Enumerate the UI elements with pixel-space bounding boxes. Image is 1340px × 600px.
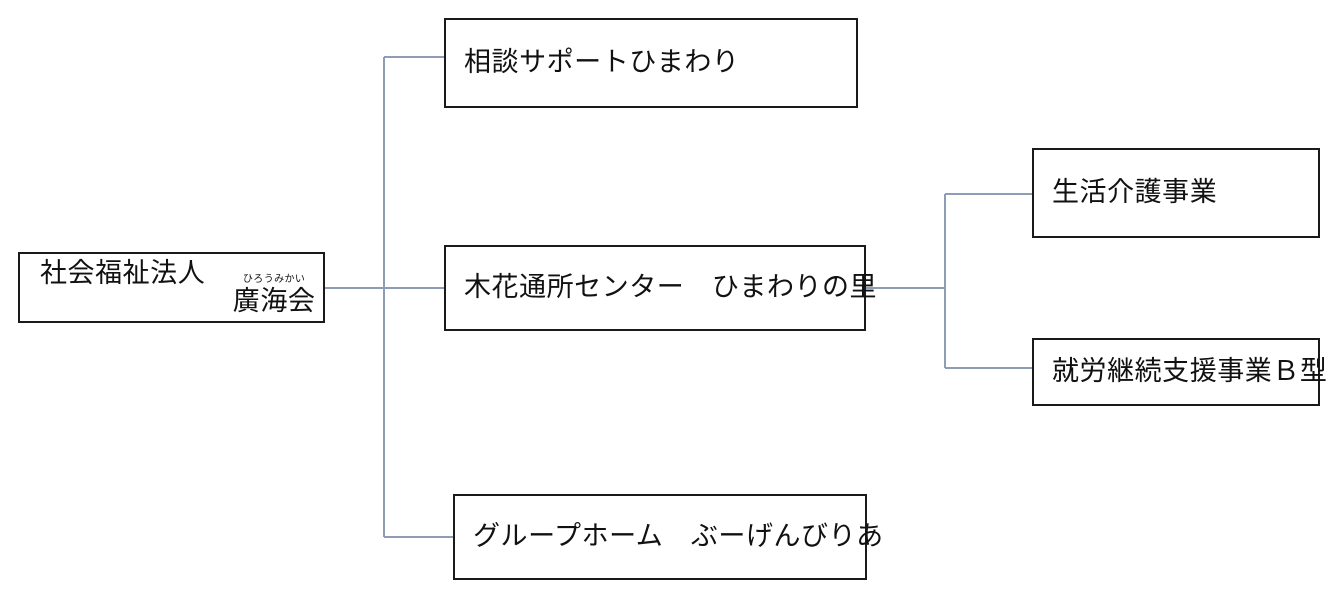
node-child-shuurou-keizoku-shien-jigyou-b-label: 就労継続支援事業Ｂ型 xyxy=(1052,356,1328,388)
node-branch-kihana-tsuusho-center-label: 木花通所センター ひまわりの里 xyxy=(464,272,878,304)
node-branch-group-home-bougenbiria[interactable]: グループホーム ぶーげんびりあ xyxy=(453,494,883,580)
node-root-ruby: ひろうみかい廣海会 xyxy=(232,273,316,317)
node-branch-kihana-tsuusho-center[interactable]: 木花通所センター ひまわりの里 xyxy=(444,245,877,331)
node-root-ruby-reading: ひろうみかい xyxy=(242,273,306,285)
node-root-label-prefix: 社会福祉法人 xyxy=(40,257,233,289)
node-child-seikatsu-kaigo-jigyou[interactable]: 生活介護事業 xyxy=(1032,148,1320,238)
node-branch-group-home-bougenbiria-label: グループホーム ぶーげんびりあ xyxy=(473,521,884,553)
node-root-label: 社会福祉法人 ひろうみかい廣海会 xyxy=(20,258,325,317)
node-root[interactable]: 社会福祉法人 ひろうみかい廣海会 xyxy=(18,252,325,323)
node-child-seikatsu-kaigo-jigyou-label: 生活介護事業 xyxy=(1052,177,1218,209)
node-branch-soudan-support-himawari[interactable]: 相談サポートひまわり xyxy=(444,18,858,108)
node-child-shuurou-keizoku-shien-jigyou-b[interactable]: 就労継続支援事業Ｂ型 xyxy=(1032,338,1327,406)
node-branch-soudan-support-himawari-label: 相談サポートひまわり xyxy=(464,47,740,79)
node-root-ruby-base: 廣海会 xyxy=(232,285,316,317)
